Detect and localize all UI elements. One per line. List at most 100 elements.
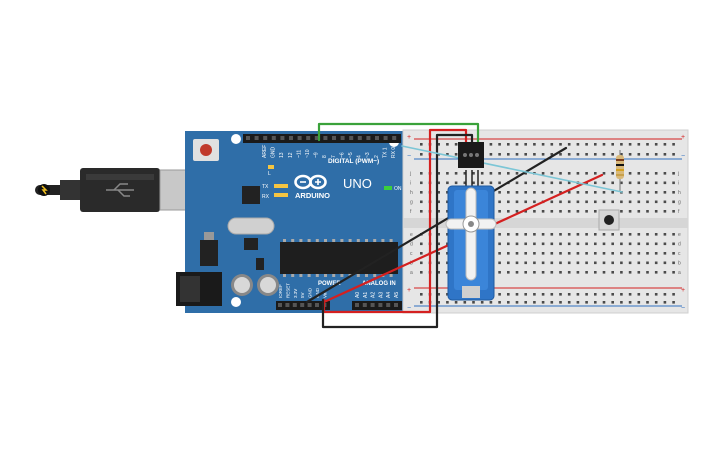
breadboard-hole[interactable] <box>585 210 588 213</box>
breadboard-hole[interactable] <box>576 293 580 296</box>
breadboard-hole[interactable] <box>646 200 649 204</box>
breadboard-hole[interactable] <box>524 153 527 156</box>
breadboard-hole[interactable] <box>594 200 597 204</box>
header-pin[interactable] <box>280 136 285 140</box>
breadboard-hole[interactable] <box>585 271 588 274</box>
breadboard-hole[interactable] <box>672 242 675 246</box>
breadboard-hole[interactable] <box>654 143 658 146</box>
breadboard-hole[interactable] <box>524 252 527 255</box>
breadboard-hole[interactable] <box>576 252 580 255</box>
breadboard-hole[interactable] <box>437 252 440 255</box>
breadboard-hole[interactable] <box>507 271 510 274</box>
breadboard-hole[interactable] <box>437 261 440 265</box>
breadboard-hole[interactable] <box>567 261 571 265</box>
breadboard-hole[interactable] <box>611 261 614 265</box>
breadboard-hole[interactable] <box>437 172 440 175</box>
breadboard-hole[interactable] <box>446 252 449 255</box>
breadboard-hole[interactable] <box>602 233 606 236</box>
breadboard-hole[interactable] <box>672 143 675 146</box>
breadboard-hole[interactable] <box>646 242 649 246</box>
breadboard-hole[interactable] <box>550 293 554 296</box>
breadboard-hole[interactable] <box>541 172 545 175</box>
breadboard-hole[interactable] <box>646 191 649 194</box>
breadboard-hole[interactable] <box>541 252 545 255</box>
breadboard-hole[interactable] <box>550 242 554 246</box>
breadboard-hole[interactable] <box>594 233 597 236</box>
header-pin[interactable] <box>375 136 379 140</box>
breadboard-hole[interactable] <box>602 293 606 296</box>
breadboard-hole[interactable] <box>541 261 545 265</box>
breadboard-hole[interactable] <box>672 233 675 236</box>
breadboard-hole[interactable] <box>515 233 519 236</box>
breadboard-hole[interactable] <box>567 191 571 194</box>
breadboard-hole[interactable] <box>507 172 510 175</box>
breadboard-hole[interactable] <box>559 181 562 185</box>
breadboard-hole[interactable] <box>611 242 614 246</box>
breadboard-hole[interactable] <box>611 200 614 204</box>
breadboard-hole[interactable] <box>446 153 449 156</box>
breadboard-hole[interactable] <box>628 261 632 265</box>
header-pin[interactable] <box>357 136 362 140</box>
breadboard-hole[interactable] <box>498 153 501 156</box>
breadboard-hole[interactable] <box>620 181 623 185</box>
breadboard-hole[interactable] <box>524 233 527 236</box>
breadboard-hole[interactable] <box>620 301 623 304</box>
breadboard-hole[interactable] <box>663 233 667 236</box>
breadboard-hole[interactable] <box>602 200 606 204</box>
breadboard-hole[interactable] <box>507 233 510 236</box>
breadboard-hole[interactable] <box>507 293 510 296</box>
breadboard-hole[interactable] <box>576 242 580 246</box>
header-pin[interactable] <box>306 136 311 140</box>
breadboard-hole[interactable] <box>515 143 519 146</box>
breadboard-hole[interactable] <box>646 261 649 265</box>
breadboard-hole[interactable] <box>524 271 527 274</box>
breadboard-hole[interactable] <box>454 172 458 175</box>
breadboard-hole[interactable] <box>498 271 501 274</box>
breadboard-hole[interactable] <box>559 252 562 255</box>
breadboard-hole[interactable] <box>594 153 597 156</box>
breadboard-hole[interactable] <box>437 233 440 236</box>
pushbutton[interactable] <box>598 209 620 231</box>
breadboard-hole[interactable] <box>646 143 649 146</box>
breadboard-hole[interactable] <box>463 172 467 175</box>
breadboard-hole[interactable] <box>559 301 562 304</box>
breadboard-hole[interactable] <box>585 252 588 255</box>
breadboard-hole[interactable] <box>454 301 458 304</box>
breadboard-hole[interactable] <box>515 200 519 204</box>
breadboard-hole[interactable] <box>663 210 667 213</box>
breadboard-hole[interactable] <box>654 242 658 246</box>
breadboard-hole[interactable] <box>611 252 614 255</box>
servo-horn[interactable] <box>445 187 497 281</box>
breadboard-hole[interactable] <box>454 143 458 146</box>
breadboard-hole[interactable] <box>533 242 536 246</box>
breadboard-hole[interactable] <box>489 301 493 304</box>
breadboard-hole[interactable] <box>446 233 449 236</box>
breadboard-hole[interactable] <box>541 242 545 246</box>
breadboard-hole[interactable] <box>446 242 449 246</box>
breadboard-hole[interactable] <box>628 301 632 304</box>
breadboard-hole[interactable] <box>559 143 562 146</box>
breadboard-hole[interactable] <box>663 261 667 265</box>
breadboard-hole[interactable] <box>654 210 658 213</box>
breadboard-hole[interactable] <box>628 210 632 213</box>
breadboard-hole[interactable] <box>515 261 519 265</box>
breadboard-hole[interactable] <box>654 191 658 194</box>
breadboard-hole[interactable] <box>628 181 632 185</box>
breadboard-hole[interactable] <box>550 181 554 185</box>
header-pin[interactable] <box>355 303 359 307</box>
breadboard-hole[interactable] <box>672 210 675 213</box>
breadboard-hole[interactable] <box>620 210 623 213</box>
breadboard-hole[interactable] <box>515 181 519 185</box>
breadboard-hole[interactable] <box>663 293 667 296</box>
breadboard-hole[interactable] <box>585 153 588 156</box>
header-pin[interactable] <box>323 136 328 140</box>
breadboard-hole[interactable] <box>637 301 641 304</box>
breadboard-hole[interactable] <box>585 293 588 296</box>
breadboard-hole[interactable] <box>437 200 440 204</box>
breadboard-hole[interactable] <box>620 293 623 296</box>
header-pin[interactable] <box>332 136 336 140</box>
breadboard-hole[interactable] <box>611 271 614 274</box>
breadboard-hole[interactable] <box>576 233 580 236</box>
breadboard-hole[interactable] <box>437 191 440 194</box>
